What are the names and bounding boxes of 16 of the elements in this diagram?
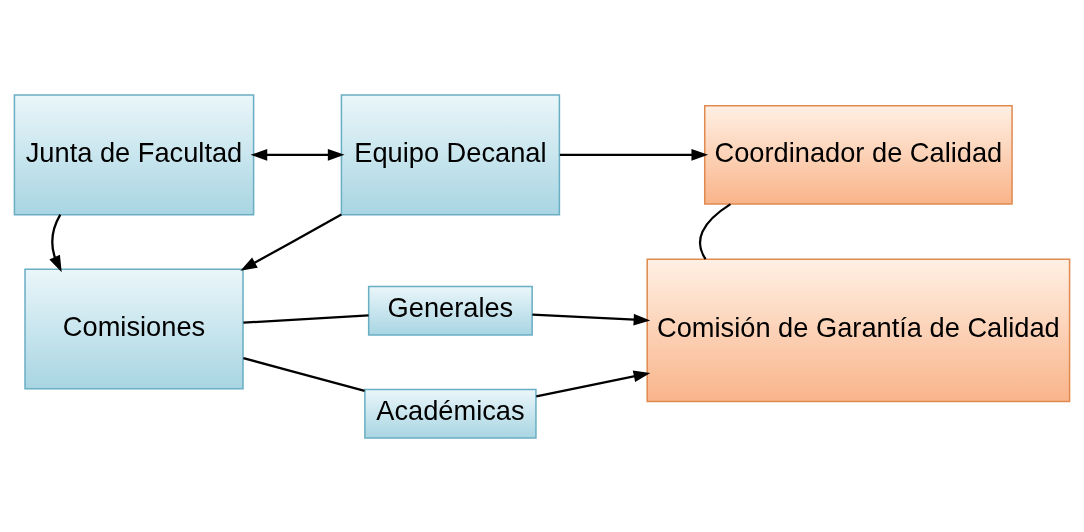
arrow [240,213,342,271]
arrow [559,148,709,161]
node-box: Generales [367,285,533,336]
arrow [49,213,62,272]
arrow [536,370,651,397]
node-box: Comisiones [24,267,244,389]
arrow [250,148,345,161]
node-box: Académicas [364,388,537,439]
connector [243,313,369,324]
arrow [532,313,651,325]
connector [698,202,732,260]
node-box: Comisión de Garantía de Calidad [646,258,1071,402]
node-box: Coordinador de Calidad [704,104,1013,205]
node-box: Equipo Decanal [340,93,561,215]
node-box: Junta de Facultad [13,93,255,215]
connector [243,356,365,392]
